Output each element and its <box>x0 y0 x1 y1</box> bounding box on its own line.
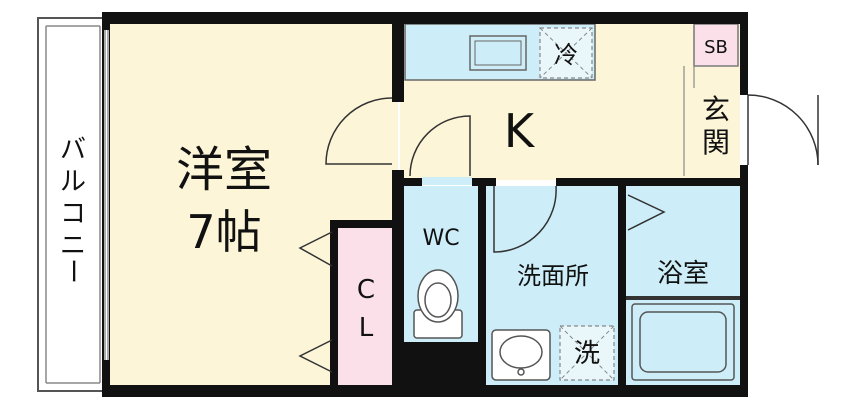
closet-label-2: L <box>359 313 374 343</box>
door-kitchen-closet <box>409 115 471 177</box>
closet-floor <box>338 228 394 385</box>
door-bathroom <box>627 194 666 231</box>
kitchen-label: K <box>504 104 536 158</box>
balcony <box>37 17 109 392</box>
refrigerator-label: 冷 <box>554 41 578 69</box>
kitchen-sink <box>469 35 527 71</box>
entrance-label-2: 関 <box>702 126 730 159</box>
entrance-step <box>683 65 738 176</box>
toilet-label: WC <box>422 226 459 251</box>
western-room-name: 洋室 <box>176 142 272 198</box>
shoe-box <box>693 23 739 67</box>
bathroom-label: 浴室 <box>657 259 709 289</box>
shoe-box-label: SB <box>704 37 728 58</box>
bathtub <box>631 303 735 381</box>
balcony-char-2: ル <box>60 167 86 197</box>
balcony-char-5-text: ー <box>57 258 87 284</box>
balcony-char-4: ニ <box>60 231 86 261</box>
closet-label-1: C <box>357 275 375 305</box>
washbasin <box>491 329 551 381</box>
balcony-char-1: バ <box>60 135 86 165</box>
walls <box>102 12 748 397</box>
window-balcony <box>104 30 109 360</box>
toilet-fixture <box>413 269 463 339</box>
closet-doors <box>298 231 333 373</box>
entrance-label-1: 玄 <box>702 93 730 126</box>
door-western-room <box>325 97 397 170</box>
western-room-size: 7帖 <box>186 205 261 259</box>
door-entrance <box>740 94 819 166</box>
washer-space <box>559 325 615 381</box>
door-washroom <box>493 185 557 253</box>
washer-label: 洗 <box>574 339 600 369</box>
refrigerator-space <box>539 27 593 79</box>
washroom-label: 洗面所 <box>517 262 589 290</box>
balcony-char-3: コ <box>60 199 86 229</box>
